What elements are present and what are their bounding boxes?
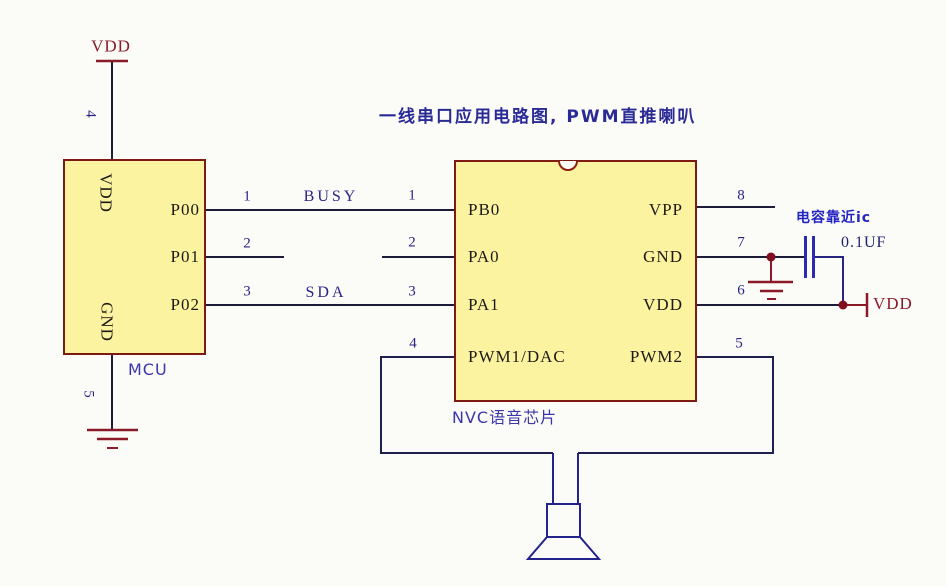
chip-pin-pa1: PA1	[468, 295, 500, 314]
chip-pin-vdd: VDD	[643, 295, 683, 314]
mcu-label: MCU	[128, 360, 168, 379]
chip-pin-pb0: PB0	[468, 200, 501, 219]
chip-pin-number-2: 2	[408, 234, 416, 251]
vdd-right-label: VDD	[873, 294, 913, 313]
mcu-pin-p01: P01	[170, 247, 200, 266]
vdd-top-label: VDD	[91, 36, 131, 56]
chip-pin-number-8: 8	[737, 187, 745, 204]
chip-pin-number-3: 3	[408, 283, 416, 300]
junction-dot-gnd	[766, 252, 776, 262]
mcu-pin4-number: 4	[82, 110, 99, 118]
pwm2-loop-wire	[578, 356, 774, 454]
mcu-side-vdd: VDD	[96, 173, 116, 213]
mcu-side-gnd: GND	[97, 302, 117, 342]
chip-pin-pwm1dac: PWM1/DAC	[468, 347, 566, 366]
voice-chip-body	[454, 160, 697, 402]
chip-pin-vpp: VPP	[648, 200, 683, 219]
speaker-body	[546, 503, 581, 538]
mcu-pin-p00: P00	[170, 200, 200, 219]
mcu-body	[63, 159, 206, 355]
pwm1-loop-wire	[380, 356, 553, 454]
chip-pin-number-5: 5	[735, 335, 743, 352]
junction-dot-vdd	[838, 300, 848, 310]
speaker-cone	[525, 536, 602, 560]
capacitor-link-wire	[815, 256, 844, 305]
capacitor-note: 电容靠近ic	[796, 210, 872, 226]
chip-pin-number-4: 4	[409, 335, 417, 352]
net-label-busy: BUSY	[303, 188, 359, 205]
chip-pin-gnd: GND	[643, 247, 683, 266]
voice-chip-label: NVC语音芯片	[452, 408, 558, 427]
mcu-wire-number-1: 1	[243, 188, 251, 205]
mcu-pin-p02: P02	[170, 295, 200, 314]
net-label-sda: SDA	[305, 284, 347, 301]
capacitor-value: 0.1UF	[841, 234, 887, 251]
chip-pin-pwm2: PWM2	[629, 347, 683, 366]
chip-notch	[558, 160, 578, 171]
chip-pin-number-6: 6	[737, 282, 745, 299]
mcu-wire-number-2: 2	[243, 235, 251, 252]
chip-pin-number-7: 7	[737, 234, 745, 251]
mcu-wire-number-3: 3	[243, 283, 251, 300]
chip-pin-number-1: 1	[408, 187, 416, 204]
schematic-title: 一线串口应用电路图, PWM直推喇叭	[379, 107, 697, 127]
chip-pin-pa0: PA0	[468, 247, 500, 266]
mcu-pin5-number: 5	[80, 390, 97, 398]
